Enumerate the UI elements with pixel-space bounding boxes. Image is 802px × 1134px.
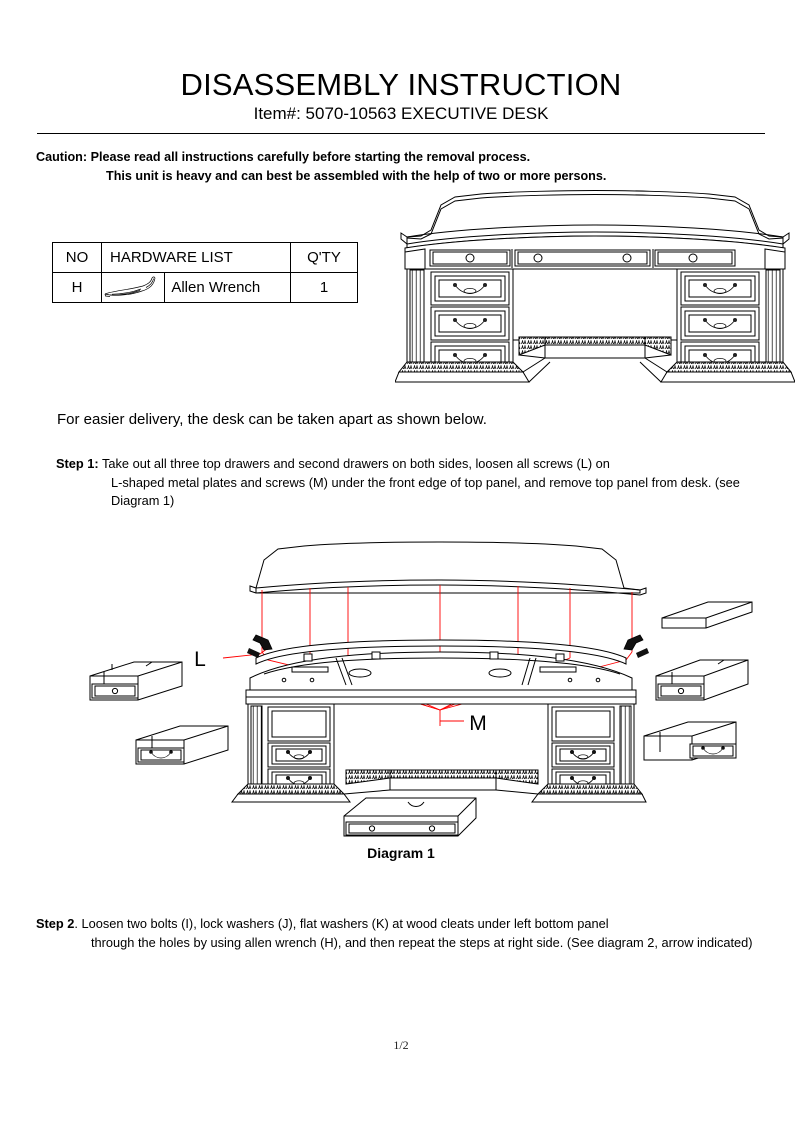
table-header-row: NO HARDWARE LIST Q'TY bbox=[52, 242, 358, 273]
callout-label-m: M bbox=[469, 712, 487, 735]
page-number: 1/2 bbox=[393, 1038, 409, 1052]
row-qty: 1 bbox=[290, 272, 358, 303]
row-name-allen-wrench: Allen Wrench bbox=[164, 272, 291, 303]
step-2-label: Step 2 bbox=[36, 916, 75, 931]
item-subtitle: Item#: 5070-10563 EXECUTIVE DESK bbox=[253, 104, 549, 123]
header-divider bbox=[37, 133, 765, 134]
l-metal-plate-right bbox=[623, 634, 649, 658]
header-no: NO bbox=[52, 242, 102, 273]
step-2-rest: through the holes by using allen wrench … bbox=[91, 934, 753, 950]
caution-line-1: Caution: Please read all instructions ca… bbox=[36, 150, 531, 164]
caution-block: Caution: Please read all instructions ca… bbox=[36, 148, 776, 186]
executive-desk-illustration bbox=[395, 190, 795, 390]
allen-wrench-icon bbox=[100, 272, 166, 303]
callout-label-l: L bbox=[194, 648, 206, 671]
exploded-drawer-left-top bbox=[89, 661, 183, 701]
diagram-1-illustration: L M bbox=[60, 540, 760, 850]
step-1-block: Step 1: Take out all three top drawers a… bbox=[56, 455, 768, 511]
exploded-drawer-left-bottom bbox=[135, 725, 229, 765]
header-hardware-list: HARDWARE LIST bbox=[101, 242, 291, 273]
row-no-h: H bbox=[52, 272, 102, 303]
step-1-label: Step 1: bbox=[56, 456, 99, 471]
exploded-drawer-right-top bbox=[655, 659, 749, 701]
removed-top-panel bbox=[249, 541, 647, 596]
exploded-drawer-right-bottom bbox=[643, 721, 737, 761]
caution-line-2: This unit is heavy and can best be assem… bbox=[106, 169, 607, 183]
step-1-rest: L-shaped metal plates and screws (M) und… bbox=[111, 474, 740, 509]
page-title: DISASSEMBLY INSTRUCTION bbox=[180, 67, 622, 102]
hardware-list-table: NO HARDWARE LIST Q'TY H bbox=[52, 242, 358, 303]
exploded-center-drawer bbox=[343, 797, 477, 837]
step-1-line1: Take out all three top drawers and secon… bbox=[98, 456, 610, 471]
lead-paragraph: For easier delivery, the desk can be tak… bbox=[57, 411, 487, 428]
exploded-top-panel-small bbox=[661, 601, 753, 629]
header-qty: Q'TY bbox=[290, 242, 358, 273]
step-2-block: Step 2. Loosen two bolts (I), lock washe… bbox=[36, 915, 776, 952]
table-row: H Allen Wrench 1 bbox=[52, 272, 358, 303]
l-metal-plate-left bbox=[247, 634, 273, 658]
step-2-line1: . Loosen two bolts (I), lock washers (J)… bbox=[74, 916, 609, 931]
diagram-1-caption: Diagram 1 bbox=[367, 845, 435, 861]
